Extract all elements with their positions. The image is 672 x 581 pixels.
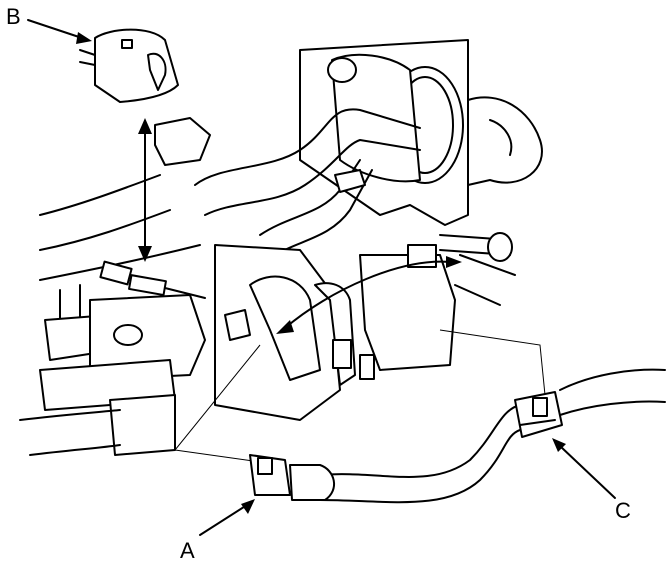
valve-body bbox=[214, 244, 456, 421]
connector-c bbox=[514, 391, 563, 438]
callout-label-a: A bbox=[180, 538, 195, 563]
leader-lines bbox=[174, 329, 546, 463]
callout-label-c: C bbox=[615, 498, 631, 523]
bracket-housing bbox=[19, 294, 206, 456]
callout-label-b: B bbox=[6, 4, 21, 29]
connector-a bbox=[249, 454, 335, 501]
routing-arrow bbox=[276, 256, 462, 334]
lower-hose bbox=[319, 368, 666, 504]
left-harness bbox=[39, 117, 211, 331]
part-b-clip bbox=[79, 28, 179, 103]
assembly-arrow bbox=[138, 118, 152, 262]
right-tube bbox=[439, 232, 516, 306]
callout-leaders bbox=[27, 19, 616, 536]
canister bbox=[327, 53, 464, 184]
small-sensor bbox=[99, 260, 206, 299]
